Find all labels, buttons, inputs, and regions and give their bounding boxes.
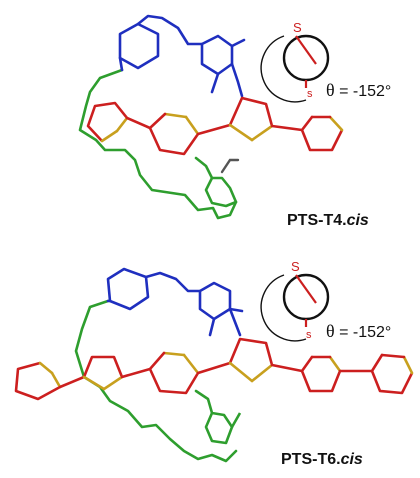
bond-3-4 [196,361,232,375]
newman-circle [282,34,330,82]
blue-to-thiophene [228,307,242,337]
newman-circle [282,273,330,321]
blue-bridge [145,271,200,293]
newman-s-bottom-label: s [306,329,312,341]
blue-phenyl-ring [118,22,160,70]
blue-methyl-groups-b [208,317,216,337]
thiophene-ring-3 [148,351,200,395]
thiophene-ring-6 [370,353,414,395]
molecule-label: PTS-T6.cis [281,451,363,468]
bond-1-2 [125,116,152,130]
molecule-label: PTS-T4.cis [287,212,369,229]
blue-bridge [137,14,202,46]
bond-3-4 [270,124,304,132]
dihedral-angle-label: θ = -152° [326,321,392,341]
bond-4-5 [270,363,304,373]
blue-methyl-groups [230,38,246,48]
newman-projection [260,273,330,342]
blue-phenyl-ring [106,267,150,311]
green-linker-chain-b [194,156,238,204]
molecule-pts-t4-cis: S s [78,14,344,220]
green-linker-chain [78,68,238,220]
blue-methyl-groups [228,307,244,313]
newman-front-bond [295,274,317,304]
thiophene-ring-2 [148,112,200,156]
blue-to-thiophene [230,62,244,98]
newman-front-bond [295,35,317,65]
thiophene-ring-5 [300,355,342,393]
thiophene-ring-4 [228,337,274,383]
thiophene-ring-4 [300,115,344,152]
green-ring-fragment [204,412,242,445]
green-linker-chain-b [194,389,234,429]
bond-1-2 [58,375,86,389]
green-linker-chain [74,299,238,463]
blue-to-linker [118,56,124,72]
newman-arc [260,274,307,342]
bond-2-3 [120,367,152,379]
thiophene-ring-2 [82,355,124,391]
newman-projection [260,34,330,103]
panel-pts-t6-cis: S s θ = -152° PTS-T6.cis [0,239,420,478]
grey-branch [220,158,240,174]
bond-2-3 [196,123,232,136]
thiophene-ring-3 [228,96,274,142]
molecule-pts-t6-cis: S s [14,259,414,463]
thiophene-ring-1 [14,361,62,401]
panel-pts-t4-cis: S s θ = -152° PTS-T4.cis [78,14,392,229]
thiophene-ring-1 [86,101,129,143]
green-ring-fragment [204,177,237,208]
newman-s-top-label: S [293,20,302,35]
blue-methyl-groups-b [210,72,220,94]
blue-pyridine-ring [200,34,234,76]
newman-s-bottom-label: s [307,88,313,100]
dihedral-angle-label: θ = -152° [326,80,392,100]
blue-pyridine-ring [198,281,232,321]
newman-arc [260,35,307,103]
newman-s-top-label: S [291,259,300,274]
